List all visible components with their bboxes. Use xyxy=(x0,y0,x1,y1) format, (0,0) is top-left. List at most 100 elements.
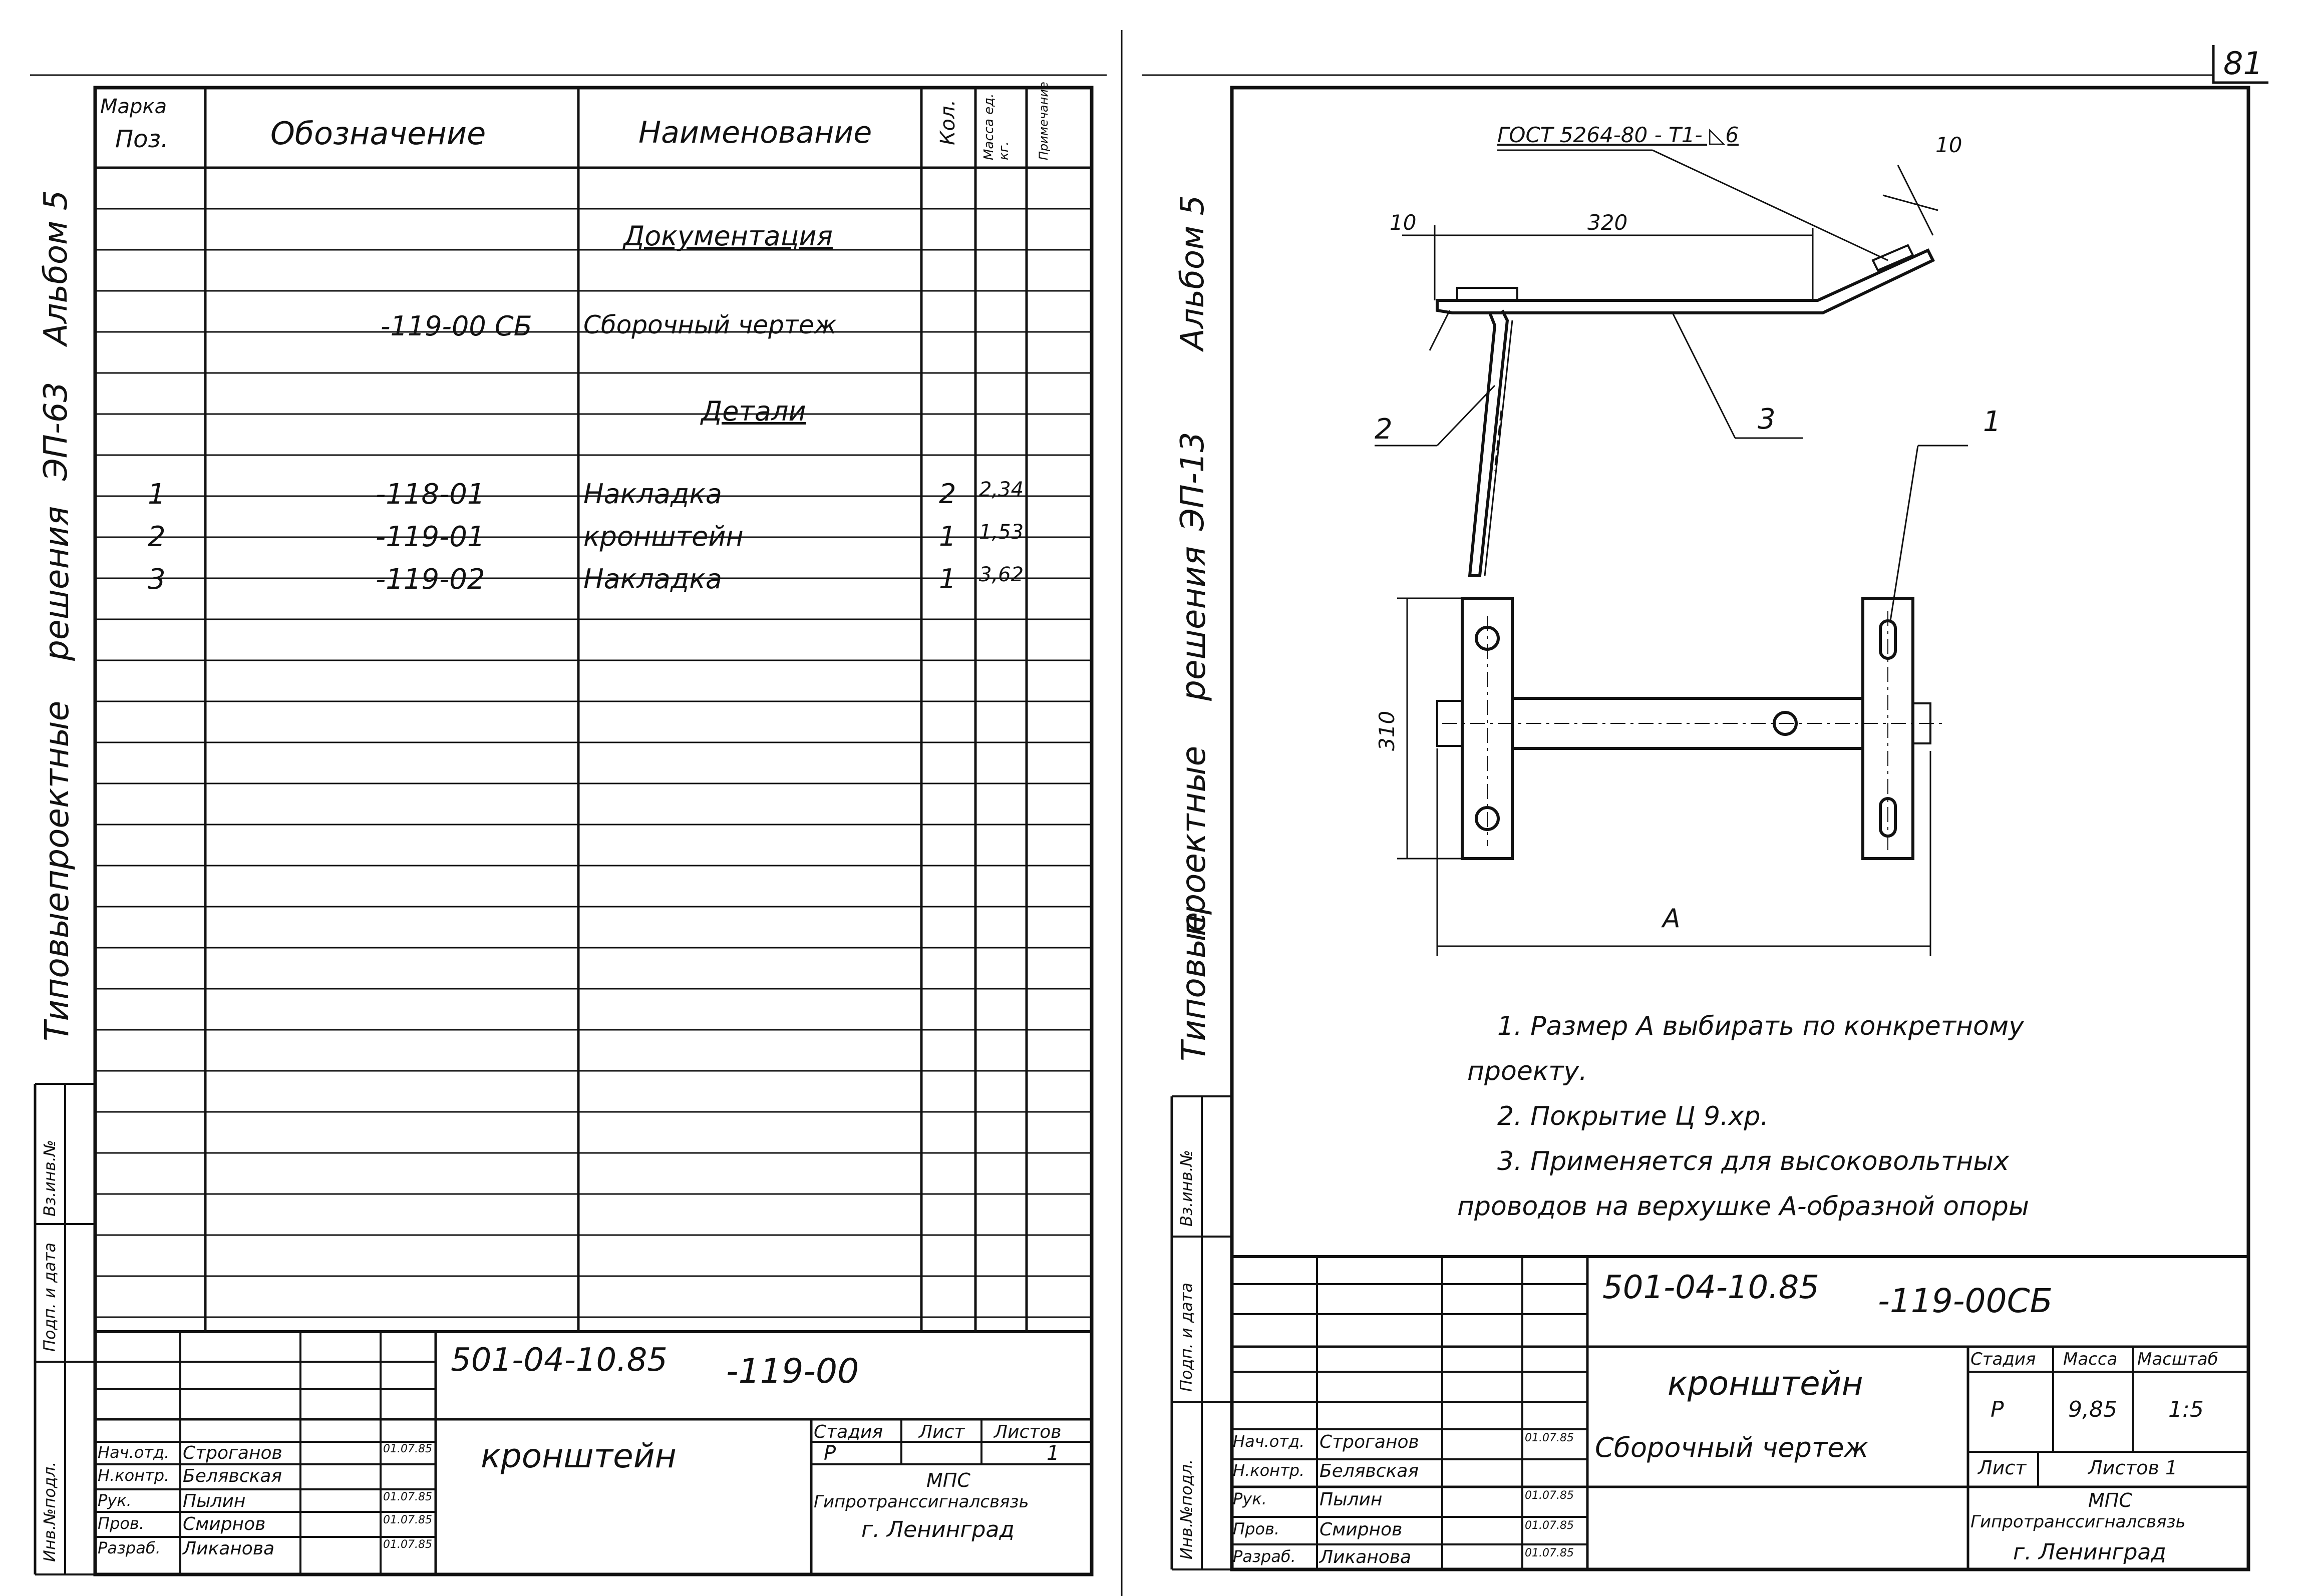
spec-row-name: кронштейн xyxy=(583,521,744,552)
right-org1: МПС xyxy=(2088,1489,2132,1511)
right-mass: 9,85 xyxy=(2068,1397,2117,1422)
title-person-role: Разраб. xyxy=(1233,1547,1296,1566)
spec-row-mass: 3,62 xyxy=(979,563,1024,586)
spec-row-mass: 1,53 xyxy=(979,521,1024,544)
title-person-name: Смирнов xyxy=(1320,1519,1403,1540)
note-3b: проводов на верхушке А-образной опоры xyxy=(1457,1191,2029,1222)
title-person-role: Рук. xyxy=(1233,1489,1267,1508)
right-doc-code: 501-04-10.85 xyxy=(1602,1269,1819,1306)
right-subtitle: Сборочный чертеж xyxy=(1595,1432,1869,1463)
doc-designation: -119-00 СБ xyxy=(381,310,532,342)
note-1: 1. Размер А выбирать по конкретному xyxy=(1497,1011,2024,1041)
dim-320: 320 xyxy=(1587,210,1628,235)
spec-row-qty: 1 xyxy=(939,563,956,595)
right-org3: г. Ленинград xyxy=(2013,1539,2166,1565)
spec-row-qty: 2 xyxy=(939,478,956,510)
side-label-solutions: решения xyxy=(38,506,76,661)
title-person-date: 01.07.85 xyxy=(1525,1519,1574,1532)
title-person-date: 01.07.85 xyxy=(383,1514,432,1526)
section-parts: Детали xyxy=(701,395,806,427)
right-side-label-solutions: решения xyxy=(1174,546,1213,701)
title-person-name: Смирнов xyxy=(183,1514,266,1534)
right-stage: Р xyxy=(1991,1397,2004,1422)
title-person-role: Рук. xyxy=(98,1491,132,1510)
gost-label: ГОСТ 5264-80 - Т1- ◺6 xyxy=(1497,123,1739,147)
title-person-role: Пров. xyxy=(1233,1519,1279,1538)
callout-1: 1 xyxy=(1983,406,2001,438)
spec-row-designation: -119-02 xyxy=(376,563,485,596)
bracket-drawing xyxy=(1436,244,1935,860)
note-3: 3. Применяется для высоковольтных xyxy=(1497,1146,2010,1176)
note-2: 2. Покрытие Ц 9.хр. xyxy=(1497,1101,1769,1131)
right-mass-label: Масса xyxy=(2063,1349,2118,1369)
spec-row-pos: 1 xyxy=(148,478,166,511)
spec-row-name: Накладка xyxy=(583,563,722,595)
title-person-role: Разраб. xyxy=(98,1538,161,1557)
note-1b: проекту. xyxy=(1467,1056,1587,1086)
title-person-date: 01.07.85 xyxy=(1525,1489,1574,1502)
callout-3: 3 xyxy=(1758,403,1776,436)
left-org1: МПС xyxy=(926,1469,970,1491)
right-side-label-typical: Типовые xyxy=(1174,912,1213,1061)
section-documentation: Документация xyxy=(623,220,833,252)
spec-row-qty: 1 xyxy=(939,521,956,552)
title-person-name: Строганов xyxy=(183,1443,282,1463)
right-scale: 1:5 xyxy=(2168,1397,2204,1422)
side-field-inv-orig: Инв.№подл. xyxy=(40,1461,59,1562)
header-pos: Поз. xyxy=(115,125,169,153)
left-sheets-label: Листов xyxy=(994,1422,1062,1442)
side-label-typical: Типовые xyxy=(38,892,76,1041)
right-side-label-album: Альбом 5 xyxy=(1174,195,1211,350)
title-person-date: 01.07.85 xyxy=(1525,1432,1574,1444)
page-number: 81 xyxy=(2223,45,2263,82)
title-person-role: Нач.отд. xyxy=(1233,1432,1305,1451)
spec-row-designation: -119-01 xyxy=(376,521,485,553)
title-person-date: 01.07.85 xyxy=(383,1538,432,1551)
title-person-date: 01.07.85 xyxy=(1525,1547,1574,1559)
spec-row-name: Накладка xyxy=(583,478,722,510)
header-designation: Обозначение xyxy=(270,115,486,152)
dim-310: 310 xyxy=(1375,710,1399,751)
dim-A: A xyxy=(1663,904,1681,934)
side-field-sign-date: Подп. и дата xyxy=(40,1243,59,1352)
side-label-album: Альбом 5 xyxy=(38,190,75,345)
side-field-inv-dup: Вз.инв.№ xyxy=(40,1139,59,1217)
left-sheet-label: Лист xyxy=(919,1422,965,1442)
title-person-name: Ликанова xyxy=(1320,1547,1412,1567)
left-sheets: 1 xyxy=(1047,1442,1060,1465)
spec-row-pos: 3 xyxy=(148,563,166,596)
title-person-name: Пылин xyxy=(1320,1489,1383,1510)
title-person-name: Ликанова xyxy=(183,1538,275,1559)
dim-10-left: 10 xyxy=(1390,210,1417,235)
header-name: Наименование xyxy=(638,115,872,150)
doc-name: Сборочный чертеж xyxy=(583,310,837,339)
right-sheets-label: Листов 1 xyxy=(2088,1457,2178,1479)
title-person-date: 01.07.85 xyxy=(383,1491,432,1503)
left-doc-code: 501-04-10.85 xyxy=(451,1342,668,1379)
title-person-role: Нач.отд. xyxy=(98,1443,170,1462)
title-person-name: Белявская xyxy=(183,1466,282,1486)
left-org2: Гипротранссигналсвязь xyxy=(814,1492,1029,1512)
right-side-field-inv-dup: Вз.инв.№ xyxy=(1177,1149,1196,1227)
left-stage-label: Стадия xyxy=(814,1422,883,1442)
spec-row-mass: 2,34 xyxy=(979,478,1024,501)
right-org2: Гипротранссигналсвязь xyxy=(1970,1512,2186,1532)
right-scale-label: Масштаб xyxy=(2137,1349,2218,1369)
title-person-name: Пылин xyxy=(183,1491,246,1511)
left-stage: Р xyxy=(824,1442,836,1465)
title-person-name: Строганов xyxy=(1320,1432,1419,1452)
right-title: кронштейн xyxy=(1668,1364,1863,1403)
header-qty: Кол. xyxy=(936,99,959,145)
side-label-series: ЭП-63 xyxy=(38,381,75,481)
title-person-date: 01.07.85 xyxy=(383,1443,432,1455)
header-mass: Масса ед. кг. xyxy=(981,93,1012,160)
title-person-role: Пров. xyxy=(98,1514,144,1533)
right-side-label-series: ЭП-13 xyxy=(1174,432,1211,531)
header-note: Примечание xyxy=(1037,82,1051,160)
spec-row-designation: -118-01 xyxy=(376,478,485,511)
right-doc-suffix: -119-00СБ xyxy=(1878,1282,2053,1320)
left-doc-suffix: -119-00 xyxy=(726,1352,859,1391)
right-side-field-inv-orig: Инв.№подл. xyxy=(1177,1459,1196,1559)
callout-2: 2 xyxy=(1375,413,1393,446)
